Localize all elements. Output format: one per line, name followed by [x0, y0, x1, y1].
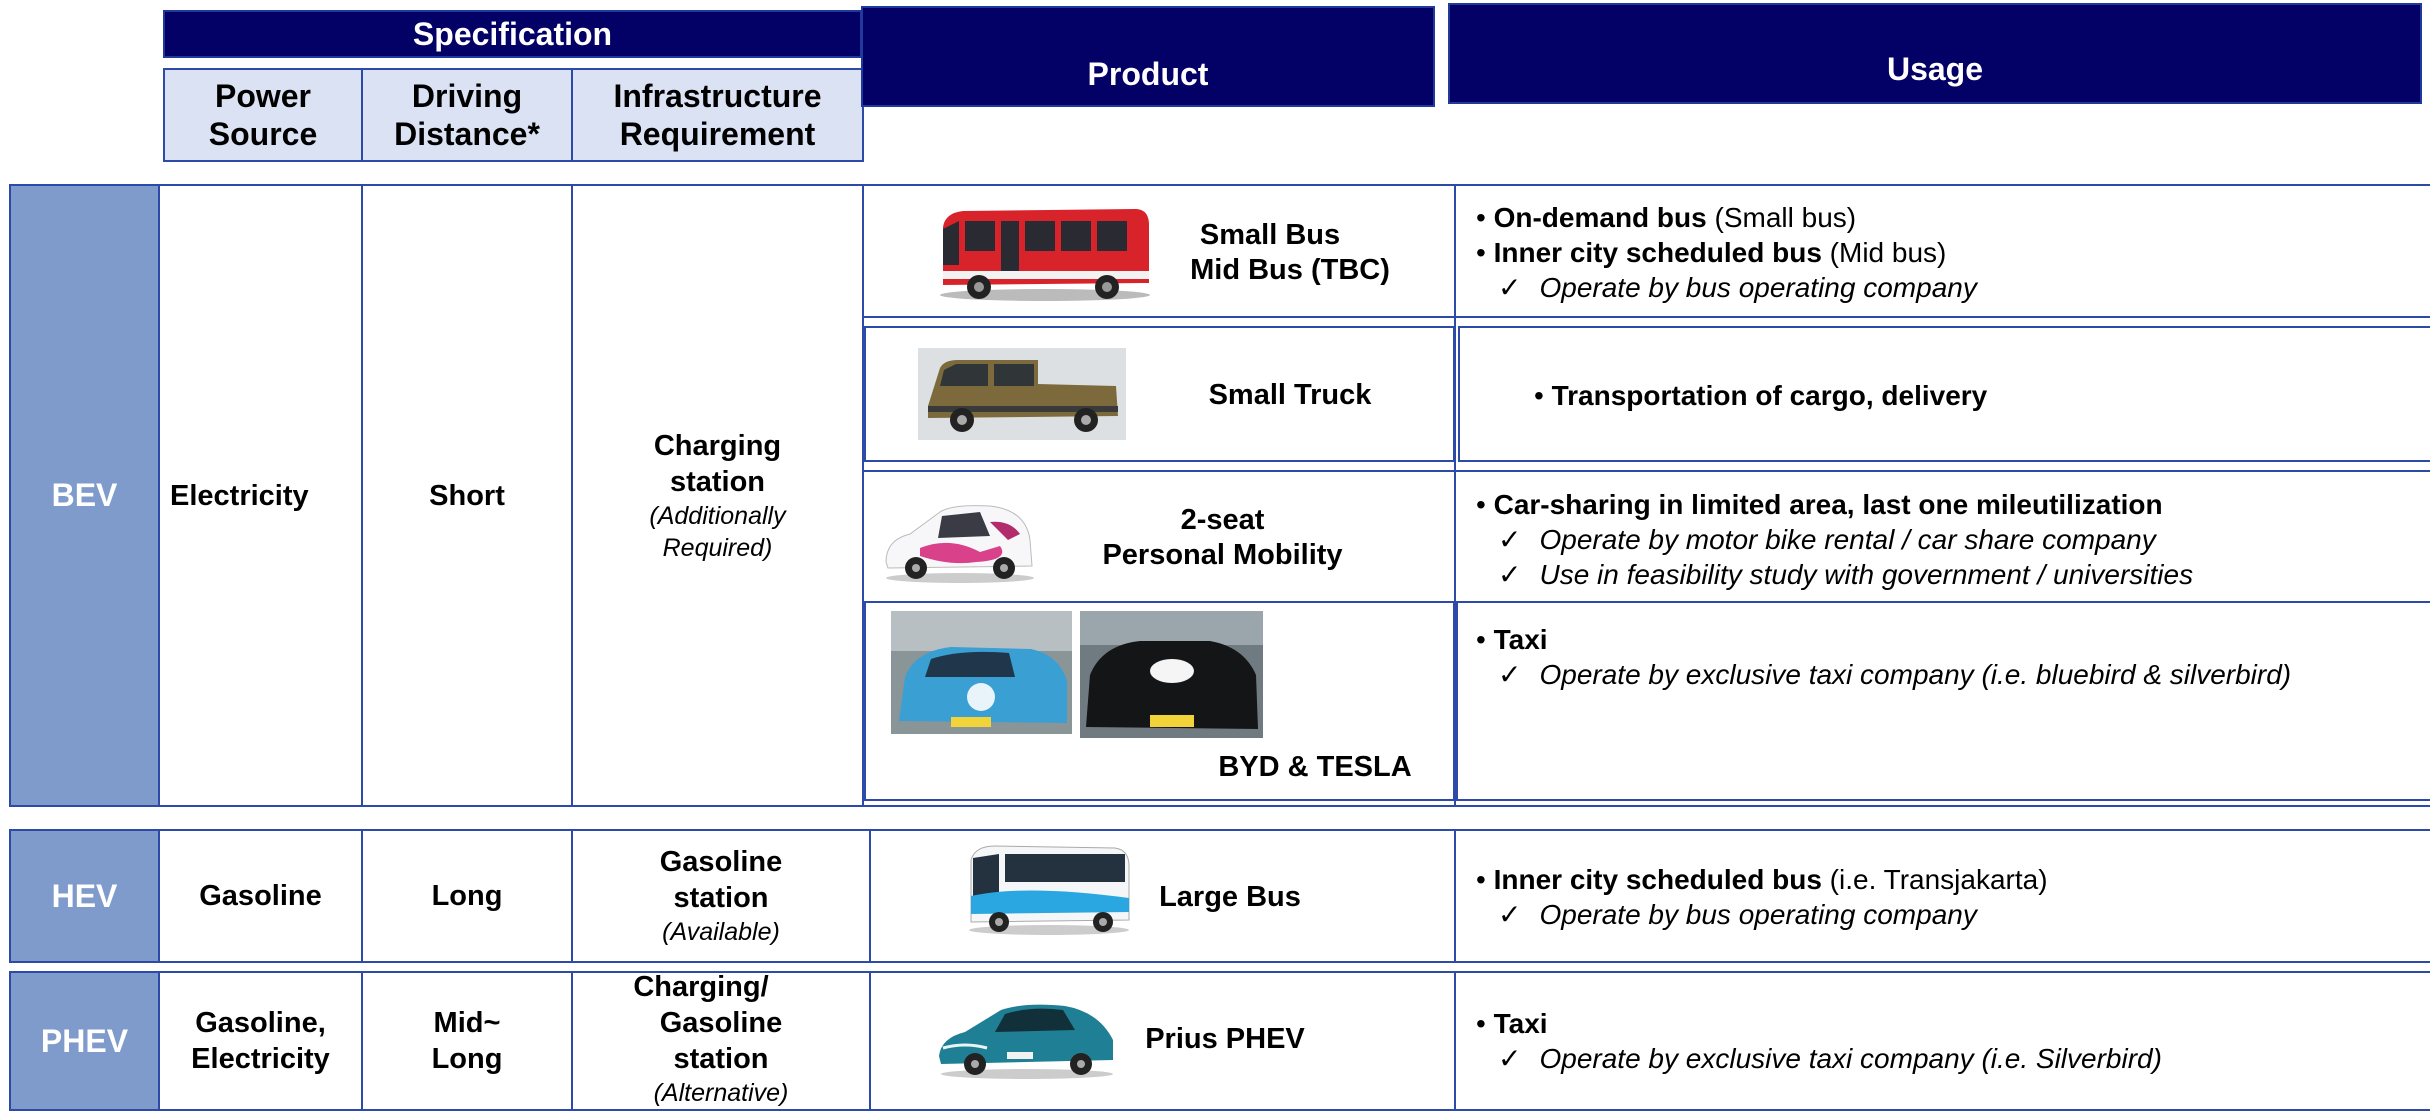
small-bus-image — [940, 209, 1150, 301]
small-truck-usage-box — [1458, 326, 2430, 462]
bev-taxi-usage: • Taxi ✓Operate by exclusive taxi compan… — [1476, 624, 2292, 690]
hev-infrastructure: Gasoline station (Available) — [571, 829, 871, 963]
hev-driving-distance: Long — [361, 829, 573, 963]
bev-driving-distance: Short — [361, 184, 573, 807]
bev-usage-panel — [1454, 184, 2430, 807]
small-bus-label: Small Bus Mid Bus (TBC) — [1190, 219, 1390, 286]
large-bus-image — [969, 845, 1130, 935]
bev-power-source: Electricity — [158, 184, 363, 807]
hev-usage-cell — [1454, 829, 2430, 963]
phev-power-source: Gasoline,Electricity — [158, 971, 363, 1111]
personal-mobility-usage: • Car-sharing in limited area, last one … — [1476, 489, 2194, 590]
small-truck-label: Small Truck — [1208, 379, 1372, 411]
phev-driving-distance: Mid~Long — [361, 971, 573, 1111]
product-header: Product — [861, 6, 1435, 107]
personal-mobility-image — [885, 505, 1034, 583]
category-bev: BEV — [9, 184, 160, 807]
prius-phev-label: Prius PHEV — [1145, 1023, 1305, 1055]
specification-header: Specification — [163, 10, 862, 58]
bev-infrastructure: Charging station (Additionally Required) — [571, 184, 864, 807]
small-truck-image — [918, 348, 1126, 440]
category-phev: PHEV — [9, 971, 160, 1111]
phev-infrastructure: Charging/ Gasoline station (Alternative) — [571, 971, 871, 1111]
taxi-usage-box — [1456, 601, 2430, 801]
hev-power-source: Gasoline — [158, 829, 363, 963]
prius-phev-image — [939, 1004, 1113, 1079]
personal-mobility-label: 2-seat Personal Mobility — [1102, 504, 1343, 571]
large-bus-label: Large Bus — [1159, 881, 1301, 913]
byd-tesla-label: BYD & TESLA — [1218, 751, 1412, 783]
tesla-taxi-image — [1080, 611, 1263, 738]
small-bus-usage: • On-demand bus (Small bus) • Inner city… — [1476, 202, 1977, 303]
byd-taxi-image — [891, 611, 1072, 734]
usage-header: Usage — [1448, 3, 2422, 104]
category-hev: HEV — [9, 829, 160, 963]
hev-usage: • Inner city scheduled bus (i.e. Transja… — [1476, 864, 2048, 930]
phev-usage: • Taxi ✓Operate by exclusive taxi compan… — [1476, 1008, 2162, 1074]
small-truck-usage: • Transportation of cargo, delivery — [1534, 380, 1988, 411]
